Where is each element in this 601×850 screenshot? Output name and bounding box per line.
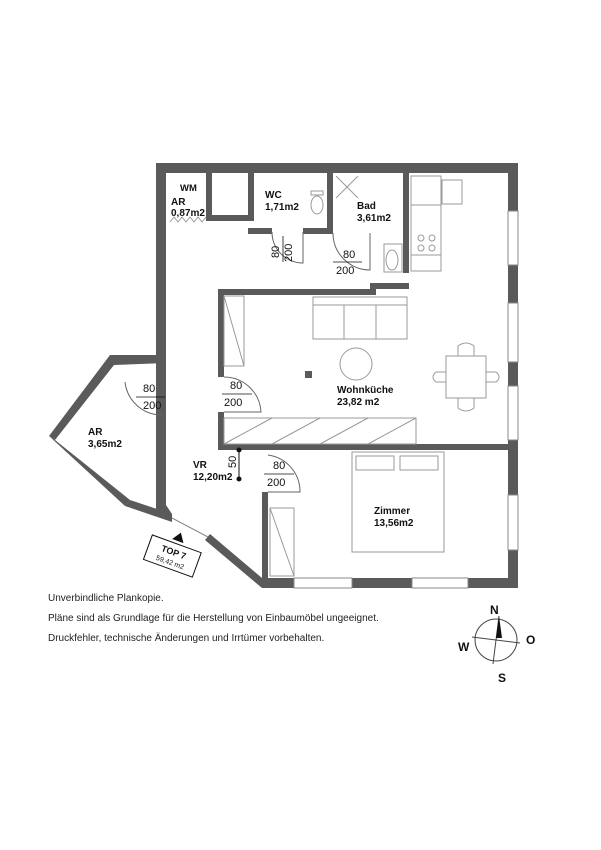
ar-small-zigzag — [169, 216, 207, 223]
coffee-table — [339, 347, 373, 381]
door-wohnkueche-height: 200 — [224, 397, 242, 409]
door-ar-large — [124, 381, 163, 416]
wall-bottom-c — [468, 578, 518, 588]
door-bad-width: 80 — [343, 249, 355, 261]
wall-diagonal-left — [49, 355, 166, 440]
wall-right-mid2 — [508, 362, 518, 386]
wardrobe-zimmer — [269, 507, 295, 577]
door-bad-height: 200 — [336, 265, 354, 277]
kitchen-counter — [410, 175, 442, 272]
sofa — [312, 296, 408, 340]
door-wc-width: 80 — [270, 246, 282, 258]
door-vr-niche-width: 50 — [227, 456, 239, 468]
wall-diagonal-entry — [205, 534, 262, 588]
room-ar-large-area: 3,65m2 — [88, 439, 122, 450]
room-zimmer-name: Zimmer — [374, 506, 410, 517]
door-wohnkueche — [223, 376, 262, 413]
door-bad — [332, 232, 371, 271]
room-wc-name: WC — [265, 190, 282, 201]
sink — [383, 243, 403, 273]
compass-north: N — [490, 603, 499, 617]
room-wohnkueche-area: 23,82 m2 — [337, 397, 380, 408]
room-bad-name: Bad — [357, 201, 376, 212]
windows — [171, 210, 519, 589]
room-wc-area: 1,71m2 — [265, 202, 299, 213]
disclaimer-line: Unverbindliche Plankopie. — [48, 593, 164, 604]
compass-needle — [496, 616, 502, 638]
wall-bottom-b — [352, 578, 412, 588]
compass: N O S W — [458, 603, 535, 685]
wall-diagonal-corner — [156, 505, 172, 522]
unit-tag: TOP 7 59,42 m2 — [142, 532, 202, 578]
wall-diagonal-right — [125, 500, 172, 522]
wall-left-lower — [156, 355, 166, 513]
column — [305, 371, 312, 378]
room-vr-name: VR — [193, 460, 208, 471]
room-wohnkueche-name: Wohnküche — [337, 385, 394, 396]
door-zimmer-height: 200 — [267, 477, 285, 489]
disclaimer-line: Druckfehler, technische Änderungen und I… — [48, 633, 325, 644]
room-ar-large-name: AR — [88, 427, 103, 438]
door-zimmer — [267, 454, 301, 493]
wall-right-upper — [508, 163, 518, 211]
interior-walls — [206, 173, 518, 588]
door-ar-large-height: 200 — [143, 400, 161, 412]
door-zimmer-width: 80 — [273, 460, 285, 472]
disclaimer-notes: Unverbindliche Plankopie. Pläne sind als… — [48, 589, 468, 649]
door-wohnkueche-width: 80 — [230, 380, 242, 392]
wall-right-lower — [508, 550, 518, 588]
room-bad-area: 3,61m2 — [357, 213, 391, 224]
door-wc-height: 200 — [283, 244, 295, 262]
room-vr-area: 12,20m2 — [193, 472, 233, 483]
wall-right-mid1 — [508, 265, 518, 303]
wall-bottom-a — [262, 578, 294, 588]
room-zimmer-area: 13,56m2 — [374, 518, 414, 529]
room-labels: WM AR 0,87m2 WC 1,71m2 Bad 3,61m2 Wohnkü… — [88, 183, 414, 529]
wall-top — [156, 163, 517, 173]
room-ar-small-name: AR — [171, 197, 186, 208]
wall-right-mid3 — [508, 440, 518, 495]
wall-diagonal-bottom — [49, 436, 130, 506]
room-wm-label: WM — [180, 183, 197, 194]
kitchen-cabinets — [223, 417, 417, 445]
exterior-walls — [49, 163, 518, 588]
wall-left-upper — [156, 163, 166, 358]
compass-south: S — [498, 671, 506, 685]
bed — [351, 451, 445, 553]
door-dimensions: 80 200 80 200 80 200 80 200 50 80 200 — [136, 236, 362, 489]
fixtures — [169, 175, 500, 577]
compass-west: W — [458, 640, 470, 654]
toilet-bowl — [310, 195, 324, 215]
toilet-tank — [310, 190, 324, 196]
wardrobe-vr — [223, 295, 245, 367]
disclaimer-line: Pläne sind als Grundlage für die Herstel… — [48, 613, 379, 624]
compass-east: O — [526, 633, 535, 647]
dining-table — [445, 355, 487, 399]
room-ar-small-area: 0,87m2 — [171, 208, 205, 219]
door-ar-large-width: 80 — [143, 383, 155, 395]
